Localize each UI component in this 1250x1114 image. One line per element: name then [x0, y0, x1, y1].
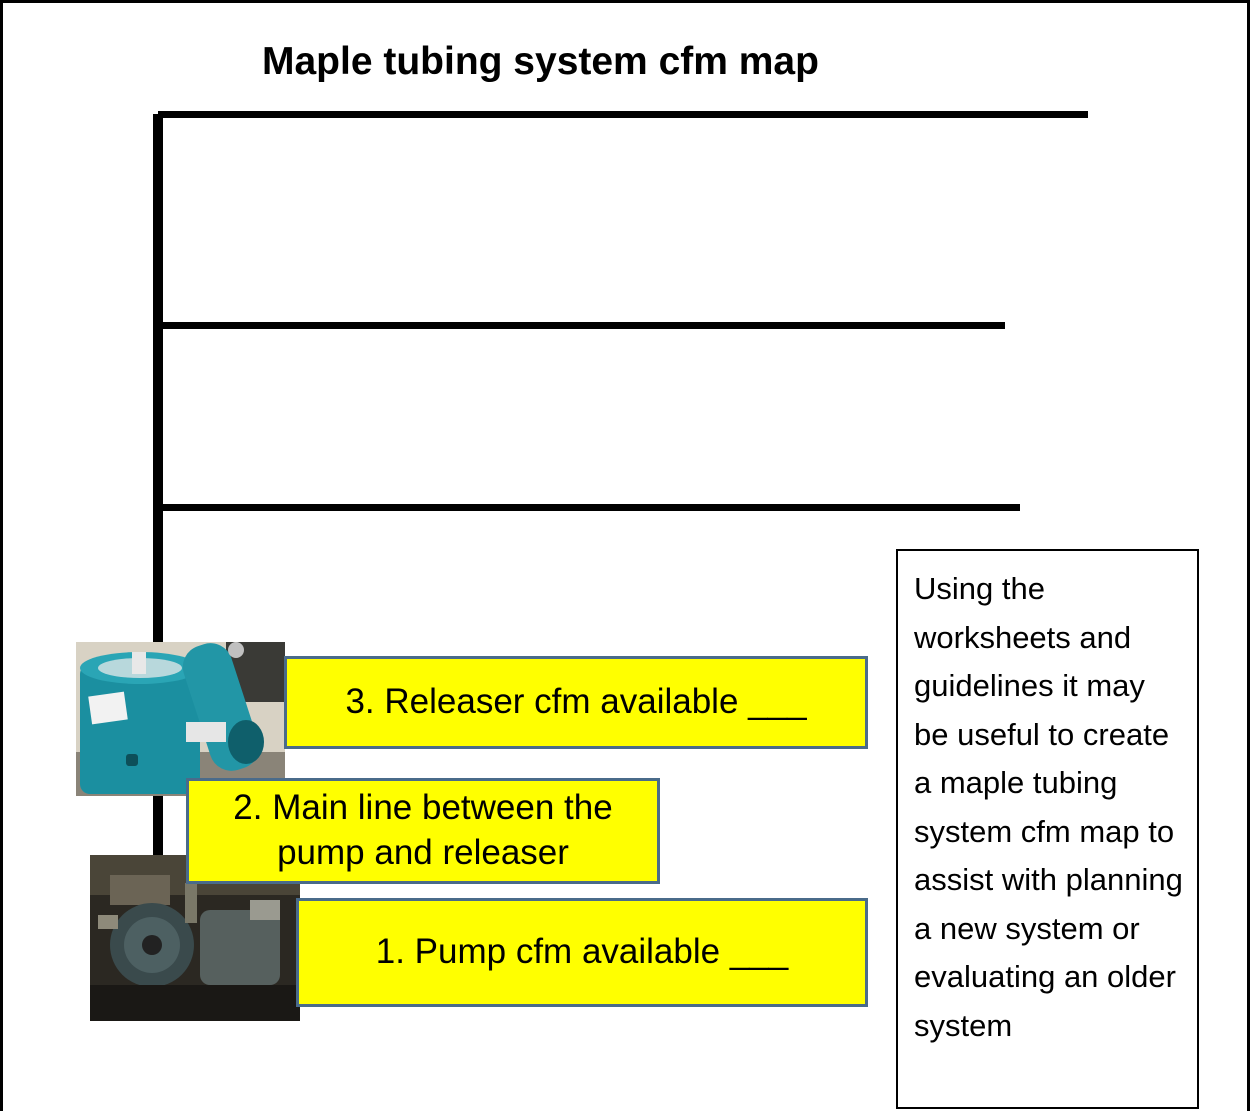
main-line: [153, 114, 163, 884]
main-line-text: 2. Main line between the pump and releas…: [233, 788, 613, 872]
instruction-note-text: Using the worksheets and guidelines it m…: [914, 571, 1183, 1043]
pump-cfm-label: 1. Pump cfm available ___: [296, 898, 868, 1007]
main-line-label: 2. Main line between the pump and releas…: [186, 778, 660, 884]
lateral-line-3: [158, 504, 1020, 511]
releaser-cfm-text: 3. Releaser cfm available ___: [345, 682, 807, 722]
releaser-cfm-label: 3. Releaser cfm available ___: [284, 656, 868, 749]
pump-cfm-text: 1. Pump cfm available ___: [375, 932, 789, 972]
releaser-photo: [76, 642, 285, 796]
lateral-line-2: [158, 322, 1005, 329]
diagram-title: Maple tubing system cfm map: [262, 40, 819, 83]
lateral-line-1: [158, 111, 1088, 118]
instruction-note: Using the worksheets and guidelines it m…: [896, 549, 1199, 1109]
